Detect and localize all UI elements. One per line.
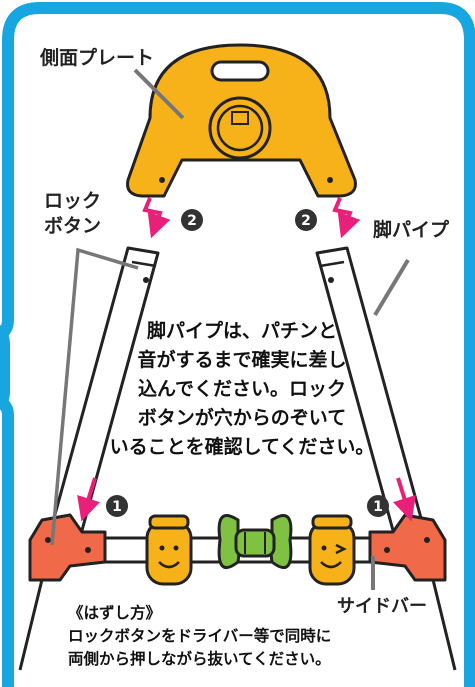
side-plate-pointer: [133, 68, 185, 120]
svg-text:込んでください。ロック: 込んでください。ロック: [138, 378, 346, 400]
leg-pipe-label: 脚パイプ: [373, 218, 450, 241]
removal-note: 《はずし方》 ロックボタンをドライバー等で同時に 両側から押しながら抜いてくださ…: [68, 603, 331, 668]
left-step1-arrow: [77, 477, 101, 522]
left-smiley-character: [145, 514, 193, 586]
left-step2-arrow: [142, 197, 171, 239]
lock-button-pointer: [50, 247, 139, 546]
left-joint: [28, 513, 107, 582]
side-plate: [126, 43, 357, 198]
svg-text:ロックボタンをドライバー等で同時に: ロックボタンをドライバー等で同時に: [68, 626, 331, 645]
right-step1-arrow: [392, 477, 416, 522]
instruction-text: 脚パイプは、パチンと 音がするまで確実に差し 込んでください。ロック ボタンが穴…: [110, 319, 375, 458]
svg-text:2: 2: [187, 213, 197, 229]
right-step2-arrow: [332, 197, 361, 239]
right-smiley-character: [308, 514, 356, 586]
green-bow: [217, 514, 293, 569]
svg-text:1: 1: [112, 499, 122, 515]
side-plate-label: 側面プレート: [39, 46, 154, 69]
side-bar-label: サイドバー: [337, 596, 427, 617]
right-step1-number: 1: [367, 495, 389, 517]
removal-title: 《はずし方》: [68, 603, 161, 622]
svg-text:音がするまで確実に差し: 音がするまで確実に差し: [137, 348, 346, 371]
svg-text:脚パイプは、パチンと: 脚パイプは、パチンと: [147, 319, 337, 342]
lock-label-line2: ボタン: [44, 215, 101, 237]
left-step2-number: 2: [181, 209, 203, 231]
leg-pipe-pointer: [373, 258, 410, 317]
lock-label-line1: ロック: [44, 190, 101, 212]
svg-text:1: 1: [373, 499, 383, 515]
left-step1-number: 1: [106, 495, 128, 517]
svg-text:ボタンが穴からのぞいて: ボタンが穴からのぞいて: [138, 406, 346, 429]
right-joint: [368, 513, 447, 582]
right-step2-number: 2: [295, 209, 317, 231]
svg-text:2: 2: [301, 213, 311, 229]
svg-text:両側から押しながら抜いてください。: 両側から押しながら抜いてください。: [68, 649, 331, 668]
svg-text:いることを確認してください。: いることを確認してください。: [110, 435, 375, 458]
